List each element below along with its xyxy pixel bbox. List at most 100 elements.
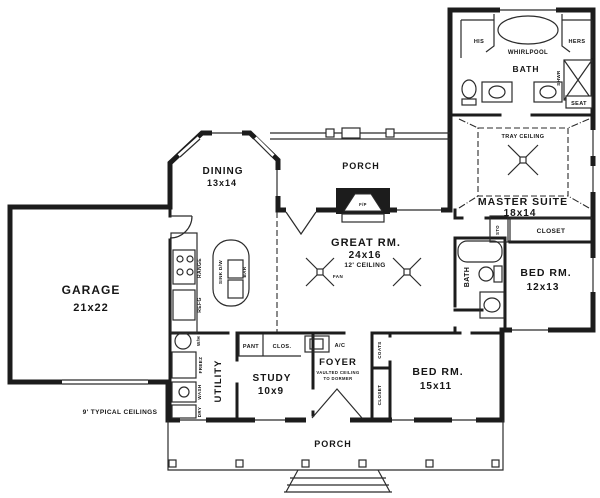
sink-icon <box>483 297 501 313</box>
fireplace-icon <box>336 188 390 223</box>
labels: GARAGE 21x22 DINING 13x14 PORCH PORCH GR… <box>62 39 587 449</box>
porch-post <box>325 128 335 138</box>
bed2-label: BED RM. <box>412 366 463 378</box>
closet-label: CLOS. <box>273 344 292 350</box>
kitchen-counter <box>170 232 198 334</box>
sink-icon <box>539 85 557 99</box>
kitchen-island <box>212 239 250 307</box>
porch-steps <box>284 469 392 493</box>
vanity-left <box>481 81 513 103</box>
toilet-icon <box>461 79 477 99</box>
study-foyer-details <box>238 334 363 419</box>
hall-bath-label: BATH <box>464 267 471 288</box>
front-door-swing <box>311 388 363 419</box>
hers-closet-label: HERS <box>569 39 586 45</box>
sink-basin <box>227 279 244 299</box>
porch-column <box>168 459 177 468</box>
bathtub <box>457 240 503 263</box>
sink-icon <box>488 85 506 99</box>
dryer-label: DRY <box>197 407 202 418</box>
fireplace-label: F/P <box>359 202 367 207</box>
master-closet-label: CLOSET <box>537 228 566 235</box>
hall-closet-label: CLOSET <box>377 385 382 406</box>
coats-label: COATS <box>377 341 382 358</box>
ac-label: A/C <box>335 343 346 349</box>
bed1-label: BED RM. <box>520 267 571 279</box>
master-bath-label: BATH <box>513 64 540 74</box>
porch-column <box>235 459 244 468</box>
porch-bottom-label: PORCH <box>314 439 352 449</box>
ceiling-fan-icon <box>305 257 335 287</box>
master-closet <box>509 217 592 242</box>
bed2-dims: 15x11 <box>420 381 452 392</box>
master-suite-label: MASTER SUITE <box>478 196 568 208</box>
utility-label: UTILITY <box>213 360 224 403</box>
windows <box>62 6 597 424</box>
seat-label: SEAT <box>571 101 587 107</box>
washer <box>171 381 197 403</box>
kitchen-details <box>169 212 278 334</box>
door-swing <box>285 211 317 236</box>
storage-closet <box>489 215 509 243</box>
range-label: RANGE <box>197 258 203 278</box>
storage-label: STO <box>495 225 500 235</box>
vanity <box>479 291 505 319</box>
garage-dims: 21x22 <box>73 302 109 314</box>
pantry-label: PANT <box>243 344 259 350</box>
porch-column <box>358 459 367 468</box>
porch-top-label: PORCH <box>342 161 380 171</box>
sink-basin <box>227 259 244 279</box>
hall-bath-fixtures <box>457 240 505 319</box>
master-suite-details <box>458 118 592 243</box>
tray-ceiling-outline <box>477 127 569 197</box>
study-label: STUDY <box>253 373 292 384</box>
porch-column <box>425 459 434 468</box>
ceiling-note: 9' TYPICAL CEILINGS <box>83 409 158 416</box>
water-heater <box>174 332 192 350</box>
refg-label: REFG <box>197 297 203 313</box>
washer-label: WASH <box>197 384 202 399</box>
porch-post <box>385 128 395 138</box>
freezer <box>171 351 197 379</box>
shower-seat <box>565 95 593 109</box>
refrigerator <box>172 289 196 321</box>
garage-label: GARAGE <box>62 283 121 297</box>
ceiling-fan-icon <box>392 257 422 287</box>
great-room-dims: 24x16 <box>349 250 382 261</box>
whirlpool-label: WHIRLPOOL <box>508 50 548 56</box>
sink-dw-label: SINK D/W <box>218 260 223 284</box>
porch-column <box>491 459 500 468</box>
garage-door-swing <box>169 215 193 239</box>
porch-outlines <box>167 127 504 493</box>
bed1-dims: 12x13 <box>527 282 560 293</box>
bar-label: BAR <box>242 266 247 277</box>
ac-unit <box>304 335 330 353</box>
freezer-label: FREEZ <box>198 357 203 374</box>
utility-details <box>171 332 197 419</box>
foyer-note-1: VAULTED CEILING <box>316 370 359 375</box>
tray-ceiling-label: TRAY CEILING <box>501 134 544 140</box>
dining-label: DINING <box>203 166 244 177</box>
water-heater-label: W/H <box>196 336 201 346</box>
dining-dims: 13x14 <box>207 178 237 188</box>
fan-label: FAN <box>333 274 343 279</box>
his-hers-closets <box>460 19 593 58</box>
pantry-closet <box>238 334 301 357</box>
great-room-ceiling: 12' CEILING <box>344 262 385 269</box>
dryer <box>171 404 197 419</box>
foyer-note-2: TO DORMER <box>323 376 352 381</box>
range <box>172 249 196 285</box>
study-dims: 10x9 <box>258 386 284 397</box>
porch-column <box>301 459 310 468</box>
master-bath-fixtures <box>460 14 593 109</box>
great-room-label: GREAT RM. <box>331 237 401 249</box>
his-closet-label: HIS <box>474 39 484 45</box>
porch-entry-step <box>341 127 361 139</box>
toilet-icon <box>478 266 494 282</box>
whirlpool-tub <box>497 15 559 45</box>
vanity-right <box>533 81 563 103</box>
foyer-label: FOYER <box>319 357 357 368</box>
ceiling-fan-icon <box>507 144 539 176</box>
